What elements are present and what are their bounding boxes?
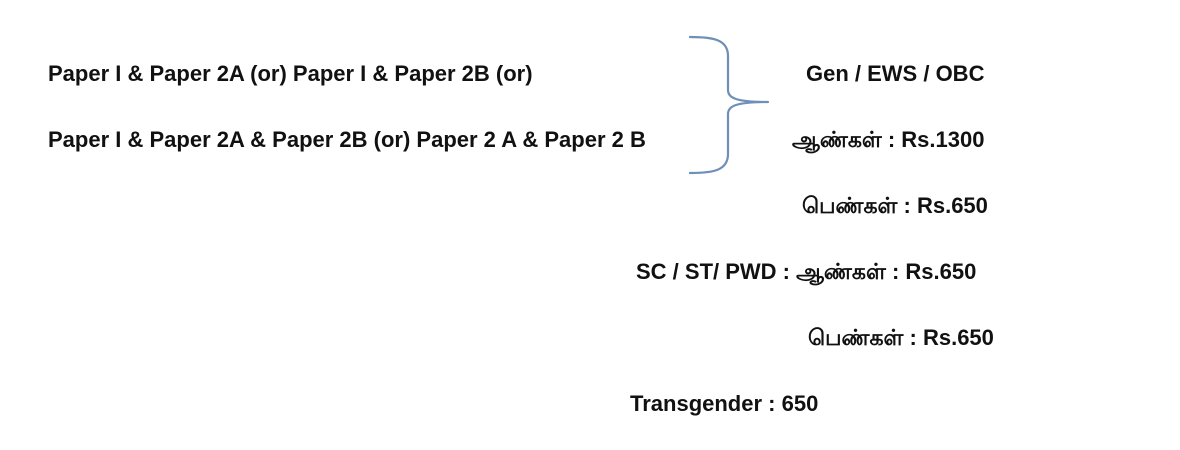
gen-ews-obc-heading: Gen / EWS / OBC xyxy=(806,61,985,86)
gen-women-fee: பெண்கள் : Rs.650 xyxy=(802,193,988,218)
sc-st-pwd-women-fee: பெண்கள் : Rs.650 xyxy=(808,325,994,350)
sc-st-pwd-men-fee: SC / ST/ PWD : ஆண்கள் : Rs.650 xyxy=(636,259,977,284)
paper-combination-line-1: Paper I & Paper 2A (or) Paper I & Paper … xyxy=(48,61,533,86)
gen-men-fee: ஆண்கள் : Rs.1300 xyxy=(792,127,985,152)
transgender-fee: Transgender : 650 xyxy=(630,391,819,416)
curly-brace-icon xyxy=(688,35,770,175)
paper-combination-line-2: Paper I & Paper 2A & Paper 2B (or) Paper… xyxy=(48,127,646,152)
